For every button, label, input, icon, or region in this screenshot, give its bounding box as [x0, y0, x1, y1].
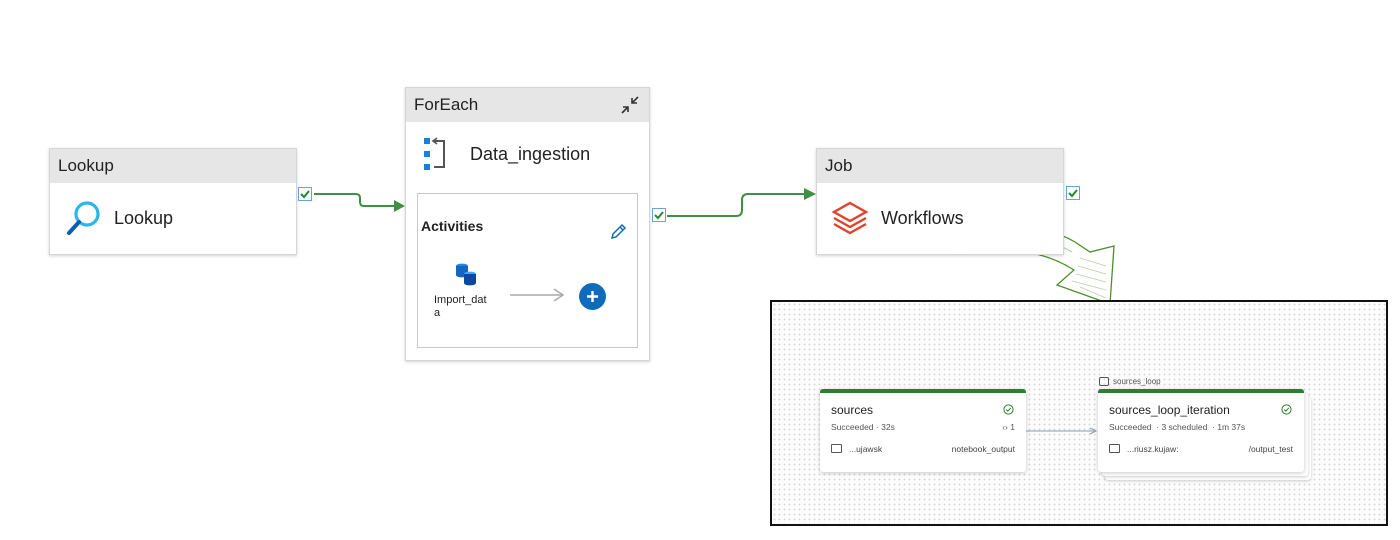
loop-tag: sources_loop	[1099, 377, 1161, 386]
task-status: Succeeded	[831, 422, 874, 432]
task-duration: · 32s	[875, 422, 895, 432]
foreach-node-header: ForEach	[406, 88, 649, 122]
task-duration: · 1m 37s	[1212, 422, 1246, 432]
databricks-logo-icon	[831, 199, 869, 237]
task-output: /output_test	[1248, 444, 1293, 454]
task-status-line: Succeeded · 32s ‹› 1	[831, 422, 1015, 432]
folder-icon	[1109, 444, 1120, 453]
workflow-run-panel: sources Succeeded · 32s ‹› 1 ...ujawsk n…	[770, 300, 1388, 526]
foreach-header-label: ForEach	[414, 95, 479, 114]
database-copy-icon	[454, 262, 480, 288]
check-icon	[300, 190, 310, 199]
import-data-activity-label[interactable]: Import_dat a	[434, 294, 487, 319]
job-success-checkbox[interactable]	[1066, 186, 1080, 200]
lookup-node-body: Lookup	[50, 183, 296, 253]
activities-container[interactable]: Activities Import_dat a	[417, 193, 638, 348]
task-footer: ...ujawsk notebook_output	[831, 444, 1015, 454]
check-icon	[654, 211, 664, 220]
job-activity-node[interactable]: Job Workflows	[816, 148, 1064, 255]
add-activity-button[interactable]	[579, 283, 606, 310]
edit-pencil-icon[interactable]	[608, 222, 628, 242]
connector-arrowhead-foreach	[394, 200, 405, 212]
activities-title: Activities	[421, 218, 484, 234]
foreach-activity-name: Data_ingestion	[470, 143, 591, 164]
task-card-sources[interactable]: sources Succeeded · 32s ‹› 1 ...ujawsk n…	[820, 389, 1026, 472]
success-check-circle-icon	[1003, 404, 1014, 415]
task-code-count: 1	[1010, 422, 1015, 432]
success-check-circle-icon	[1281, 404, 1292, 415]
task-footer: ...riusz.kujaw: /output_test	[1109, 444, 1293, 454]
task-path: ...ujawsk	[849, 444, 883, 454]
job-node-header: Job	[817, 149, 1063, 183]
lookup-activity-label: Lookup	[114, 207, 174, 228]
task-title: sources_loop_iteration	[1109, 403, 1230, 417]
job-node-body: Workflows	[817, 183, 1063, 253]
connector-lookup-foreach	[314, 193, 396, 207]
lookup-success-checkbox[interactable]	[298, 187, 312, 201]
loop-icon	[1099, 377, 1109, 386]
folder-icon	[831, 444, 842, 453]
task-status: Succeeded	[1109, 422, 1152, 432]
foreach-activity-node[interactable]: ForEach Data_ingestion Activities	[405, 87, 650, 361]
connector-foreach-job	[667, 193, 806, 217]
lookup-activity-node[interactable]: Lookup Lookup	[49, 148, 297, 255]
arrow-right-icon	[510, 287, 566, 303]
task-path: ...riusz.kujaw:	[1127, 444, 1179, 454]
job-activity-label: Workflows	[881, 207, 964, 228]
foreach-loop-icon	[422, 136, 450, 172]
task-scheduled: · 3 scheduled	[1156, 422, 1208, 432]
collapse-icon[interactable]	[619, 94, 641, 116]
task-status-line: Succeeded · 3 scheduled · 1m 37s	[1109, 422, 1293, 432]
task-title: sources	[831, 403, 874, 417]
check-icon	[1068, 189, 1078, 198]
job-header-label: Job	[825, 156, 853, 175]
search-icon	[66, 199, 102, 237]
task-card-sources-loop-iteration[interactable]: sources_loop_iteration Succeeded · 3 sch…	[1098, 389, 1304, 472]
task-output: notebook_output	[951, 444, 1015, 454]
task-dependency-edge	[1026, 427, 1098, 435]
connector-arrowhead-job	[804, 188, 816, 200]
loop-tag-label: sources_loop	[1113, 377, 1161, 386]
foreach-activity-row: Data_ingestion	[406, 122, 649, 186]
foreach-success-checkbox[interactable]	[652, 208, 666, 222]
lookup-node-header: Lookup	[50, 149, 296, 183]
code-icon: ‹›	[1002, 422, 1008, 432]
lookup-header-label: Lookup	[58, 156, 114, 175]
plus-icon	[587, 291, 598, 302]
